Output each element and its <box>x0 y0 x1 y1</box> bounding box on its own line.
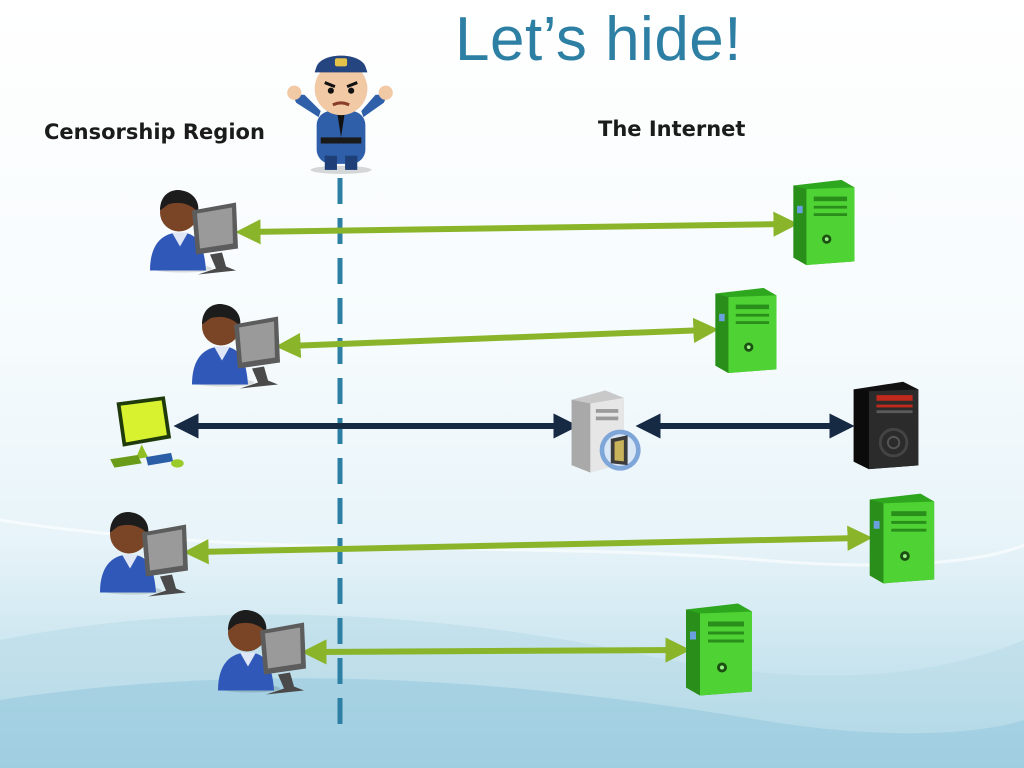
black-server-icon <box>852 380 920 471</box>
user-at-computer-icon-3 <box>100 512 188 597</box>
internet-label: The Internet <box>598 117 746 141</box>
green-server-icon-4 <box>686 603 752 696</box>
lime-computer-icon <box>110 396 184 468</box>
connection-user-4-server-4 <box>301 637 691 665</box>
user-at-computer-icon-2 <box>192 304 280 389</box>
connection-user-1-server-1 <box>235 211 799 245</box>
user-at-computer-icon-4 <box>218 610 306 695</box>
connection-user-3-server-3 <box>183 525 873 565</box>
green-server-icon-2 <box>715 287 777 374</box>
connection-user-2-server-2 <box>275 317 719 359</box>
censorship-region-label: Censorship Region <box>44 120 265 144</box>
green-server-icon-3 <box>869 493 935 584</box>
user-at-computer-icon-1 <box>150 190 238 275</box>
slide-title: Let’s hide! <box>455 5 743 74</box>
proxy-server-icon <box>571 390 641 473</box>
police-officer-icon <box>285 54 395 176</box>
green-server-icon-1 <box>793 179 855 266</box>
